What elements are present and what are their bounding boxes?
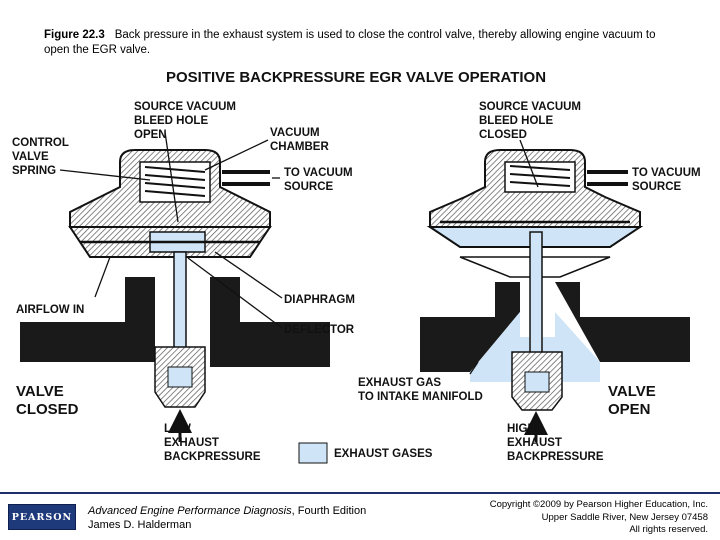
left-control-spring — [144, 166, 206, 197]
book-title: Advanced Engine Performance Diagnosis — [88, 505, 292, 517]
right-label-bleed-hole: BLEED HOLE — [479, 115, 553, 127]
right-label-open: OPEN — [608, 401, 651, 418]
right-control-spring — [509, 165, 571, 187]
right-label-to-vacuum-1: TO VACUUM — [632, 167, 701, 179]
right-label-source-vacuum: SOURCE VACUUM — [479, 101, 581, 113]
left-label-to-vacuum-1: TO VACUUM — [284, 167, 353, 179]
copyright-notice: Copyright ©2009 by Pearson Higher Educat… — [490, 499, 708, 537]
copyright-line-2: Upper Saddle River, New Jersey 07458 — [541, 511, 708, 523]
right-label-closed: CLOSED — [479, 129, 527, 141]
pearson-logo: PEARSON — [8, 504, 76, 530]
left-label-deflector: DEFLECTOR — [284, 324, 355, 336]
figure-label: Figure 22.3 — [44, 29, 105, 41]
right-valve-open — [420, 139, 690, 442]
right-label-to-vacuum-2: SOURCE — [632, 181, 682, 193]
left-label-closed: CLOSED — [16, 401, 79, 418]
left-label-control-3: SPRING — [12, 165, 56, 177]
right-label-to-intake: TO INTAKE MANIFOLD — [358, 391, 483, 403]
legend-label-exhaust: EXHAUST GASES — [334, 448, 433, 460]
right-label-valve: VALVE — [608, 383, 656, 400]
left-label-airflow-in: AIRFLOW IN — [16, 304, 84, 316]
right-label-backpressure: BACKPRESSURE — [507, 451, 604, 463]
left-label-source-vacuum: SOURCE VACUUM — [134, 101, 236, 113]
left-valve-closed — [20, 131, 330, 442]
left-label-backpressure: BACKPRESSURE — [164, 451, 261, 463]
book-credit: Advanced Engine Performance Diagnosis, F… — [88, 504, 366, 532]
right-label-exhaust-gas: EXHAUST GAS — [358, 377, 441, 389]
copyright-line-1: Copyright ©2009 by Pearson Higher Educat… — [489, 499, 708, 510]
left-label-diaphragm: DIAPHRAGM — [284, 294, 355, 306]
left-label-control-2: VALVE — [12, 151, 49, 163]
diagram-title: POSITIVE BACKPRESSURE EGR VALVE OPERATIO… — [166, 69, 546, 86]
left-label-valve: VALVE — [16, 383, 64, 400]
left-label-to-vacuum-2: SOURCE — [284, 181, 334, 193]
right-pipe — [420, 282, 520, 372]
legend-swatch-exhaust — [298, 442, 328, 464]
left-label-low: LOW — [164, 423, 191, 435]
left-label-exhaust: EXHAUST — [164, 437, 219, 449]
footer-divider — [0, 492, 720, 494]
left-label-vacuum-chamber-1: VACUUM — [270, 127, 320, 139]
book-author: James D. Halderman — [88, 519, 192, 531]
left-label-control-1: CONTROL — [12, 137, 69, 149]
egr-valve-diagram: POSITIVE BACKPRESSURE EGR VALVE OPERATIO… — [12, 69, 701, 464]
left-label-open: OPEN — [134, 129, 167, 141]
caption-text: Back pressure in the exhaust system is u… — [44, 29, 656, 56]
left-label-vacuum-chamber-2: CHAMBER — [270, 141, 329, 153]
left-label-bleed-hole: BLEED HOLE — [134, 115, 208, 127]
copyright-line-3: All rights reserved. — [629, 524, 708, 535]
left-pipe — [20, 277, 155, 362]
right-label-exhaust: EXHAUST — [507, 437, 562, 449]
book-edition: , Fourth Edition — [291, 505, 367, 517]
right-label-high: HIGH — [507, 423, 536, 435]
